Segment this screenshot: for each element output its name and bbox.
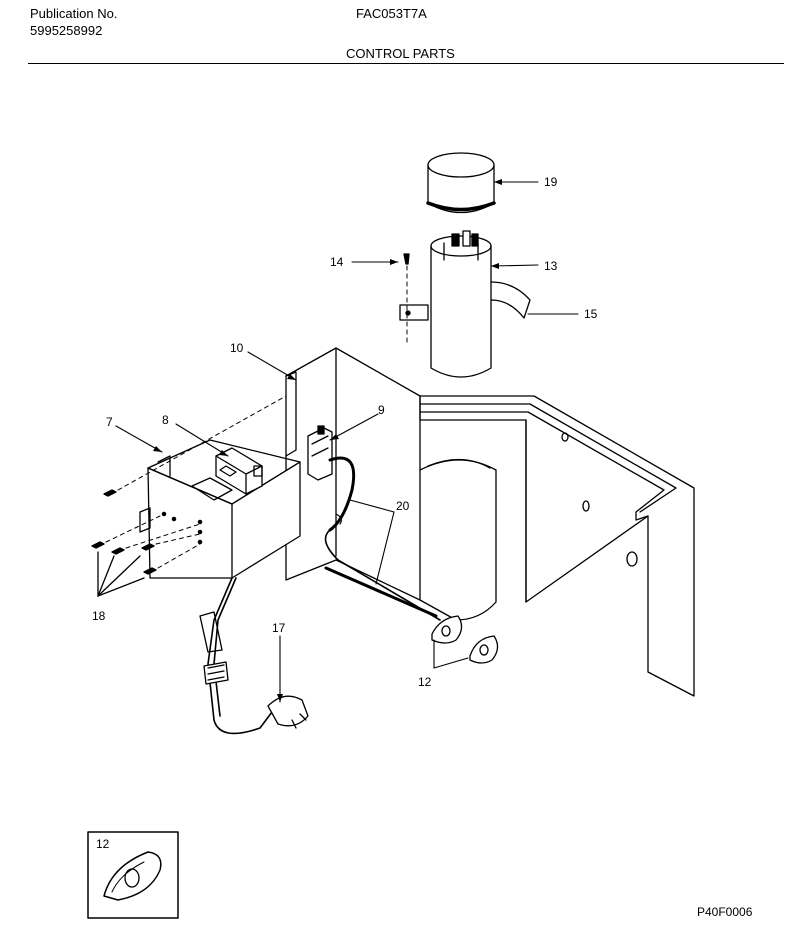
label-18: 18 (92, 609, 106, 623)
label-17: 17 (272, 621, 286, 635)
label-7: 7 (106, 415, 113, 429)
model-number: FAC053T7A (356, 6, 427, 21)
label-9: 9 (378, 403, 385, 417)
thermostat (307, 425, 356, 532)
screw-14 (403, 253, 410, 347)
capacitor (430, 230, 492, 378)
label-10: 10 (230, 341, 244, 355)
diagram-code: P40F0006 (697, 905, 753, 919)
cabinet-panel (419, 395, 695, 697)
control-box (139, 439, 301, 579)
publication-number: 5995258992 (30, 23, 103, 38)
label-13: 13 (544, 259, 558, 273)
label-12: 12 (418, 675, 432, 689)
leader-arrows (153, 179, 502, 702)
capacitor-strap (399, 281, 531, 321)
capacitor-cover (426, 152, 496, 214)
capillary-tube (324, 513, 441, 621)
header-rule (28, 63, 784, 64)
label-20: 20 (396, 499, 410, 513)
publication-label: Publication No. (30, 6, 118, 21)
label-8: 8 (162, 413, 169, 427)
label-15: 15 (584, 307, 598, 321)
label-14: 14 (330, 255, 344, 269)
label-19: 19 (544, 175, 558, 189)
inset-detail: 12 (87, 831, 179, 919)
selector-switch (191, 447, 263, 501)
inset-label: 12 (96, 837, 110, 851)
control-bracket (285, 347, 497, 621)
part-labels: 19 14 13 15 10 9 7 8 20 18 17 12 (92, 175, 598, 689)
clips-12 (431, 615, 499, 664)
screws-18 (91, 395, 287, 597)
leader-lines (115, 181, 579, 703)
power-cord (199, 577, 309, 735)
section-title: CONTROL PARTS (346, 46, 455, 61)
